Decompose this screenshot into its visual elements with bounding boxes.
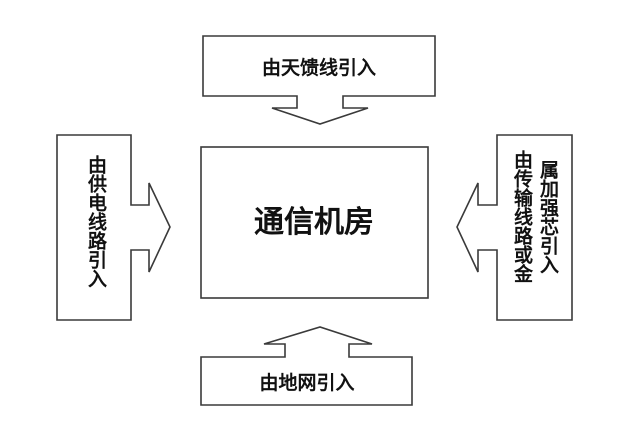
bottom-label: 由地网引入 — [259, 371, 354, 394]
right-label-col2: 属加强芯引入 — [537, 160, 560, 274]
bottom-arrow — [200, 326, 413, 406]
right-arrow — [456, 134, 573, 321]
top-label: 由天馈线引入 — [262, 56, 376, 79]
left-label: 由供电线路引入 — [85, 154, 108, 288]
left-arrow — [56, 134, 171, 321]
right-label-col1: 由传输线路或金 — [511, 149, 534, 283]
center-label: 通信机房 — [254, 205, 374, 240]
center-box — [200, 146, 429, 299]
top-arrow — [202, 35, 436, 125]
